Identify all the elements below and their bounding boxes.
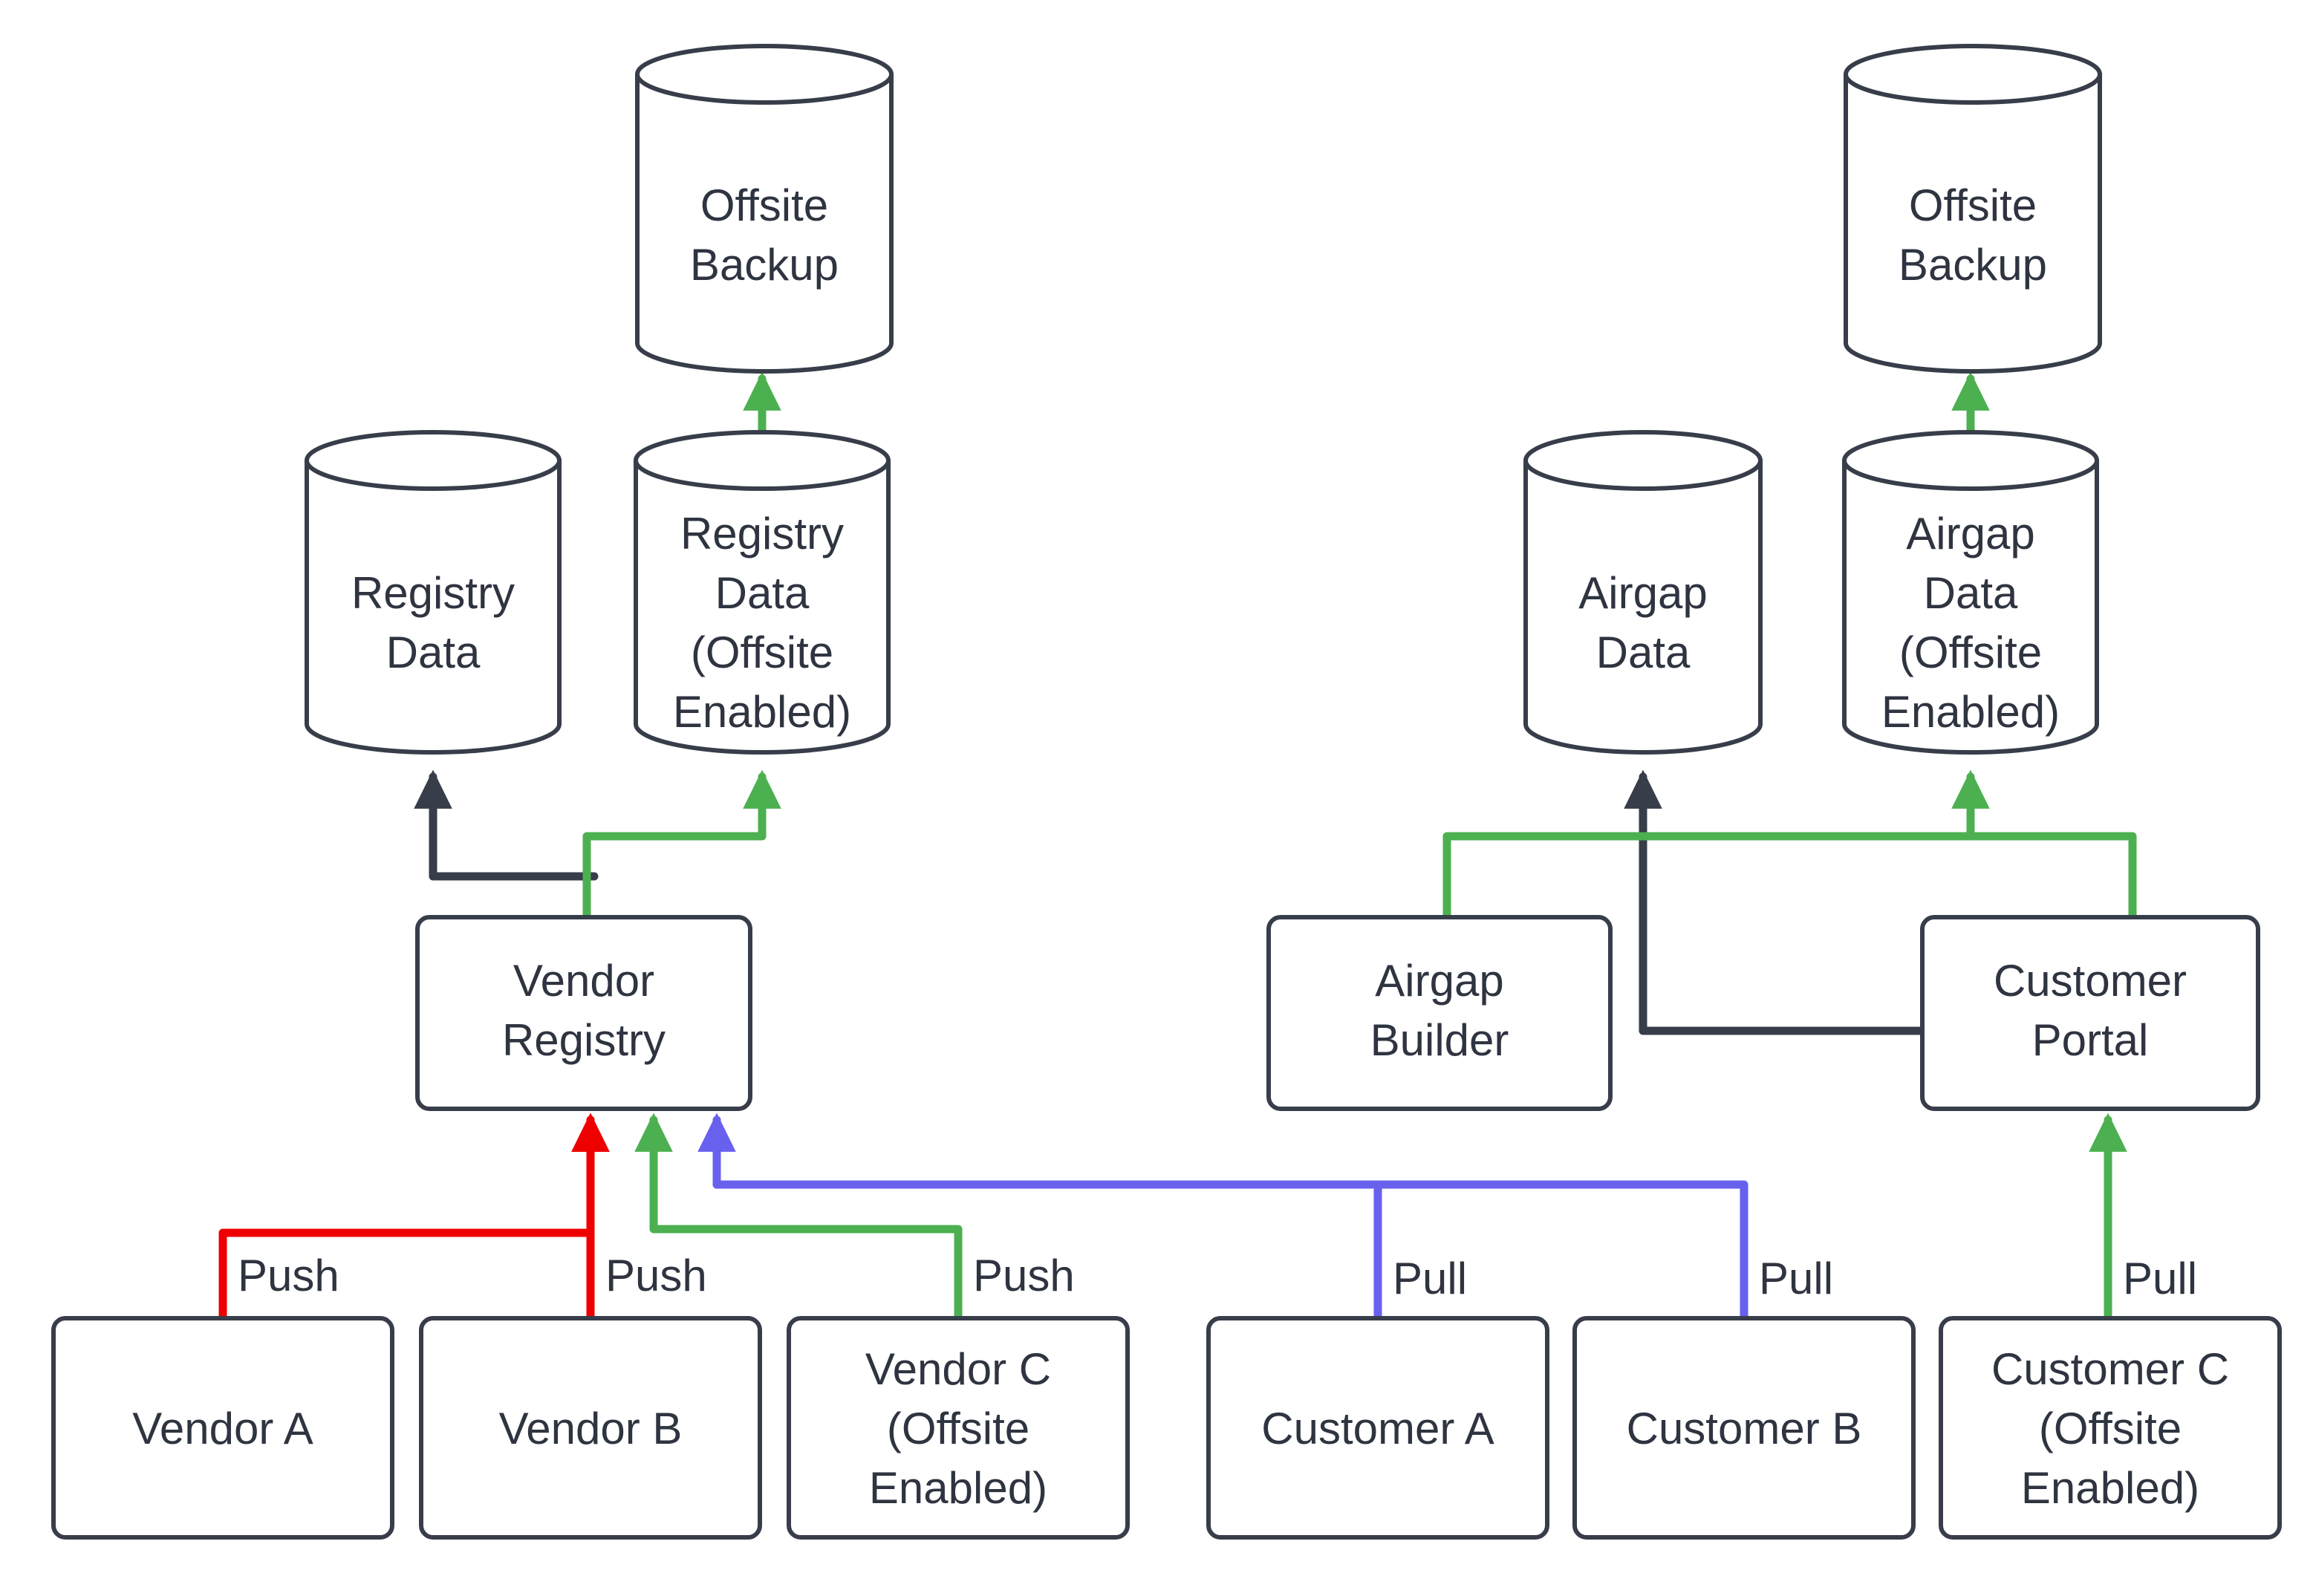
cylinder-top	[1844, 44, 2102, 105]
node-label-line3: (Offsite	[1899, 628, 2042, 677]
edge-label-push-vendor-a: Push	[238, 1251, 339, 1300]
node-label-line1: Customer A	[1261, 1404, 1494, 1453]
node-label-line2: Data	[386, 628, 481, 677]
node-box	[787, 1316, 1130, 1540]
node-label-line2: Portal	[2032, 1015, 2149, 1065]
node-vendor-b[interactable]: Vendor B	[419, 1316, 762, 1540]
edge-label-pull-customer-c: Pull	[2123, 1254, 2197, 1303]
node-vendor-c[interactable]: Vendor C (Offsite Enabled)	[787, 1316, 1130, 1540]
edge-vendorregistry-to-registrydata	[414, 769, 599, 881]
node-label-line3: Enabled)	[2021, 1463, 2199, 1513]
node-vendor-a[interactable]: Vendor A	[51, 1316, 394, 1540]
node-label-line1: Registry	[351, 568, 515, 618]
node-label-line2: Backup	[690, 240, 839, 290]
cylinder-body	[634, 458, 891, 755]
node-label-line1: Airgap	[1375, 956, 1503, 1006]
cylinder-top	[1842, 430, 2099, 491]
node-customer-c[interactable]: Customer C (Offsite Enabled)	[1939, 1316, 2282, 1540]
node-airgap-builder[interactable]: Airgap Builder	[1266, 915, 1613, 1111]
node-label-line1: Vendor B	[499, 1404, 683, 1453]
edge-vendorregistry-to-registrydataoffsite	[582, 769, 781, 922]
node-offsite-backup-left[interactable]: Offsite Backup	[635, 44, 894, 374]
node-label-line2: Data	[1596, 628, 1691, 677]
node-label-line4: Enabled)	[673, 687, 851, 737]
node-label-line1: Vendor C	[865, 1344, 1051, 1394]
node-airgap-data-offsite[interactable]: Airgap Data (Offsite Enabled)	[1842, 430, 2099, 755]
node-label-line1: Vendor A	[132, 1404, 313, 1453]
node-label-line1: Customer B	[1627, 1404, 1862, 1453]
node-box	[1206, 1316, 1549, 1540]
node-label-line2: Data	[715, 568, 810, 618]
cylinder-body	[1844, 72, 2102, 374]
edge-label-pull-customer-a: Pull	[1393, 1254, 1467, 1303]
node-registry-data-offsite[interactable]: Registry Data (Offsite Enabled)	[634, 430, 891, 755]
node-customer-b[interactable]: Customer B	[1572, 1316, 1916, 1540]
node-label-line2: (Offsite	[2039, 1404, 2182, 1453]
node-registry-data[interactable]: Registry Data	[305, 430, 562, 755]
cylinder-top	[634, 430, 891, 491]
cylinder-body	[1523, 458, 1763, 755]
cylinder-body	[635, 72, 894, 374]
cylinder-body	[305, 458, 562, 755]
node-box	[1920, 915, 2260, 1111]
node-label-line1: Offsite	[700, 180, 828, 230]
edge-label-push-vendor-b: Push	[605, 1251, 707, 1300]
node-box	[1572, 1316, 1916, 1540]
node-offsite-backup-right[interactable]: Offsite Backup	[1844, 44, 2102, 374]
node-label-line1: Vendor	[513, 956, 654, 1006]
edge-customerportal-to-airgapdata	[1624, 769, 1927, 1035]
node-label-line2: Builder	[1370, 1015, 1509, 1065]
node-box	[51, 1316, 394, 1540]
edge-group	[218, 371, 2137, 1323]
node-label-line3: (Offsite	[691, 628, 833, 677]
edge-label-group: Push Push Push Pull Pull Pull	[238, 1251, 2197, 1303]
node-box	[415, 915, 752, 1111]
node-label-line2: (Offsite	[887, 1404, 1029, 1453]
node-label-line1: Registry	[680, 509, 844, 558]
cylinder-body	[1842, 458, 2099, 755]
cylinder-top	[305, 430, 562, 491]
edge-label-push-vendor-c: Push	[973, 1251, 1075, 1300]
node-customer-a[interactable]: Customer A	[1206, 1316, 1549, 1540]
node-box	[1939, 1316, 2282, 1540]
node-box	[419, 1316, 762, 1540]
edge-vendorc-to-vendorregistry	[634, 1113, 963, 1323]
node-label-line4: Enabled)	[1881, 687, 2060, 737]
edge-airgapbuilder-to-airgapdataoffsite	[1442, 769, 1990, 922]
node-vendor-registry[interactable]: Vendor Registry	[415, 915, 752, 1111]
edge-customerb-to-vendorregistry	[712, 1180, 1748, 1323]
cylinder-top	[1523, 430, 1763, 491]
node-label-line3: Enabled)	[869, 1463, 1047, 1513]
node-label-line1: Customer C	[1991, 1344, 2229, 1394]
node-box	[1266, 915, 1613, 1111]
node-label-line1: Airgap	[1578, 568, 1707, 618]
node-label-line1: Airgap	[1906, 509, 2034, 558]
node-airgap-data[interactable]: Airgap Data	[1523, 430, 1763, 755]
node-label-line2: Data	[1924, 568, 2018, 618]
cylinder-top	[635, 44, 894, 105]
node-label-line2: Registry	[502, 1015, 666, 1065]
node-label-line2: Backup	[1899, 240, 2047, 290]
node-label-line1: Customer	[1994, 956, 2187, 1006]
node-label-line1: Offsite	[1909, 180, 2037, 230]
edge-customerportal-to-airgapdataoffsite	[1966, 832, 2137, 922]
edge-label-pull-customer-b: Pull	[1759, 1254, 1833, 1303]
node-customer-portal[interactable]: Customer Portal	[1920, 915, 2260, 1111]
